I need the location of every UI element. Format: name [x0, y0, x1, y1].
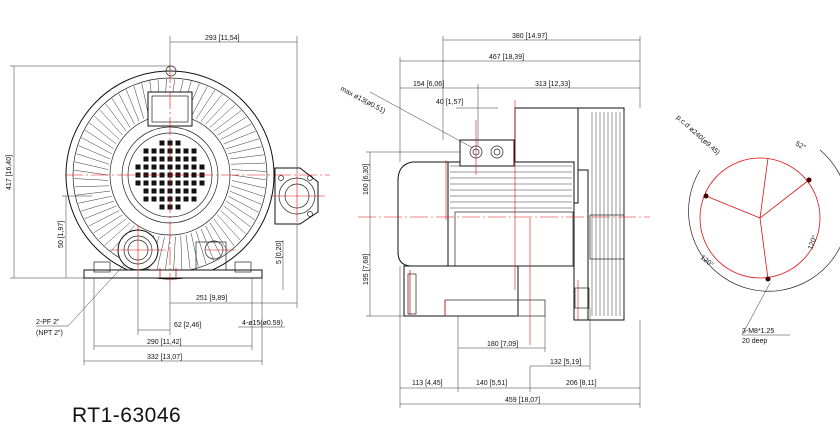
dim-206-label: 206 [8,11]: [566, 380, 597, 387]
flange-hole-3: [765, 276, 771, 282]
dim-313-label: 313 [12,33]: [535, 81, 570, 88]
side-base-plate: [403, 265, 519, 317]
flange-pcd-circle: [699, 157, 821, 279]
side-motor-body: [447, 161, 575, 267]
dim-113-label: 113 [4,45]: [412, 380, 443, 387]
side-terminal-box: [459, 139, 515, 167]
dim-50-label: 50 [1,97]: [58, 221, 65, 248]
dim-140-label: 140 [5,51]: [476, 380, 507, 387]
hole-note-label: 4-ø15(ø0.59): [242, 320, 283, 327]
flange-outline: [688, 149, 840, 292]
flange-angle-120a: 120°: [699, 253, 715, 269]
dim-459-label: 459 [18,07]: [505, 397, 540, 404]
dim-467-label: 467 [18,39]: [489, 54, 524, 61]
dim-195-label: 195 [7,68]: [363, 254, 370, 285]
dim-40-label: 40 [1,57]: [436, 99, 463, 106]
model-title: RT1-63046: [72, 404, 182, 427]
dim-251-label: 251 [9,89]: [196, 295, 227, 302]
front-view: [65, 65, 330, 285]
front-base-feet: [83, 269, 263, 279]
flange-pcd-label: p.c.d ø240(ø9.45): [675, 114, 721, 156]
dim-290-label: 290 [11,42]: [147, 339, 182, 346]
front-lifting-eye: [165, 65, 177, 77]
flange-angle-52: 52°: [794, 140, 807, 152]
port-note-line1: 2-PF 2": [36, 319, 60, 326]
side-motor-endcap: [397, 161, 449, 267]
dim-132-label: 132 [5,19]: [550, 359, 581, 366]
thread-note-line2: 20 deep: [742, 338, 767, 345]
side-view: [358, 100, 650, 345]
dim-332-label: 332 [13,07]: [147, 354, 182, 361]
dim-293-label: 293 [11,54]: [205, 35, 240, 42]
flange-hole-1: [703, 193, 709, 199]
dim-62-label: 62 [2,46]: [174, 322, 201, 329]
front-dimensions: 293 [11,54] 417 [16,40] 50 [1,97] 5 [0,2…: [6, 35, 298, 365]
port-note-line2: (NPT 2"): [36, 330, 63, 337]
flange-hole-2: [806, 177, 812, 183]
flange-angle-120b: 120°: [806, 234, 819, 251]
dim-154-label: 154 [6,06]: [413, 81, 444, 88]
dim-180-label: 180 [7,09]: [487, 341, 518, 348]
flange-view: p.c.d ø240(ø9.45) 52° 120° 120° 3-M8*1.2…: [675, 114, 840, 345]
dim-5-label: 5 [0,20]: [276, 241, 283, 264]
dim-160-label: 160 [6,30]: [363, 164, 370, 195]
dim-380-label: 380 [14.97]: [512, 33, 547, 40]
dim-max13-label: max ø13(ø0.51): [339, 86, 386, 116]
thread-note-line1: 3-M8*1.25: [742, 328, 774, 335]
dim-417-label: 417 [16,40]: [6, 155, 13, 190]
